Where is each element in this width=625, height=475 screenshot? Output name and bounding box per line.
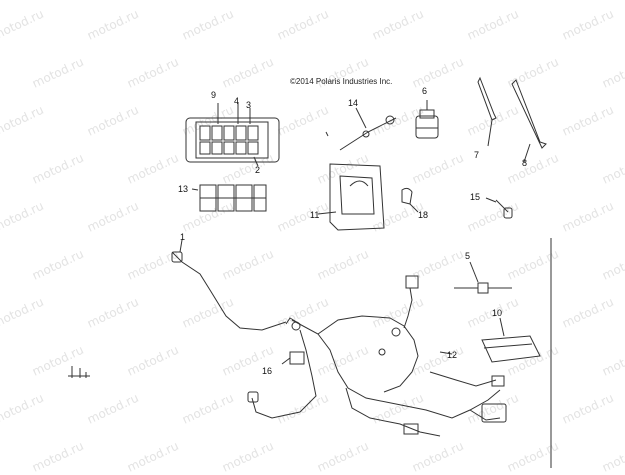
strap-8 [512,80,546,162]
bolt-15 [486,198,512,218]
callout-15: 15 [470,192,481,202]
callout-11: 11 [310,210,320,220]
callout-10: 10 [492,308,503,318]
clip-18 [402,188,418,212]
wire-clip [326,108,396,150]
callout-9: 9 [211,90,217,100]
strap-7 [478,78,496,146]
bracket-16 [282,352,304,364]
callout-5: 5 [465,251,471,261]
inline-fuse-5 [454,262,512,293]
callout-13: 13 [178,184,189,194]
callout-3: 3 [246,100,252,110]
fuse-kit [192,185,266,211]
main-harness-12 [248,276,506,436]
cable-1 [172,240,286,330]
fuse-box [186,103,279,166]
callout-14: 14 [348,98,359,108]
callout-2: 2 [255,165,261,175]
callout-12: 12 [447,350,458,360]
callout-8: 8 [522,158,528,168]
module-10 [482,318,540,362]
callout-1: 1 [180,232,186,242]
connector-6 [416,100,438,138]
callout-4: 4 [234,96,240,106]
callout-18: 18 [418,210,429,220]
small-fasteners [68,366,90,378]
bracket-11 [318,164,384,230]
callout-7: 7 [474,150,480,160]
copyright-text: ©2014 Polaris Industries Inc. [290,77,393,86]
callout-16: 16 [262,366,273,376]
callout-6: 6 [422,86,428,96]
